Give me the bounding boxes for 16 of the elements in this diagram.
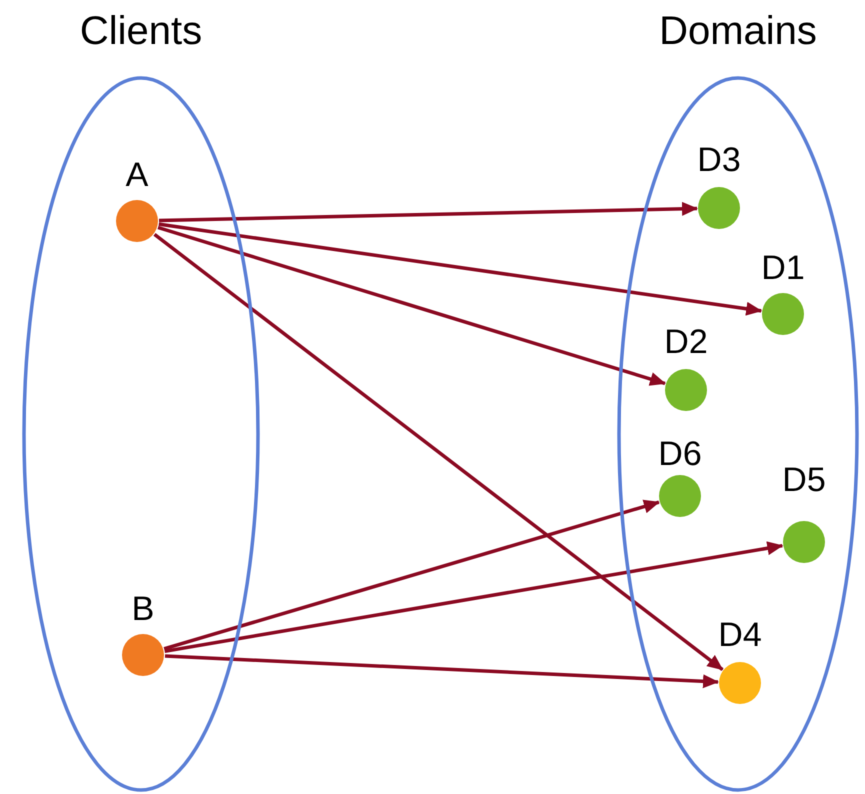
arrow <box>157 226 666 386</box>
arrow <box>164 541 784 654</box>
group-title: Clients <box>78 8 204 54</box>
node-label: B <box>130 590 156 628</box>
group-title: Domains <box>658 8 818 54</box>
arrow <box>164 654 719 688</box>
node-label: D6 <box>657 435 703 473</box>
node-label: D4 <box>717 616 763 654</box>
node-label: D2 <box>663 323 709 361</box>
node-label: D1 <box>760 249 806 287</box>
node-label: D5 <box>781 461 827 499</box>
node-label: D3 <box>696 141 742 179</box>
arrow <box>158 222 762 316</box>
node-label: A <box>124 156 150 194</box>
arrow <box>153 233 724 671</box>
arrow <box>158 202 698 222</box>
